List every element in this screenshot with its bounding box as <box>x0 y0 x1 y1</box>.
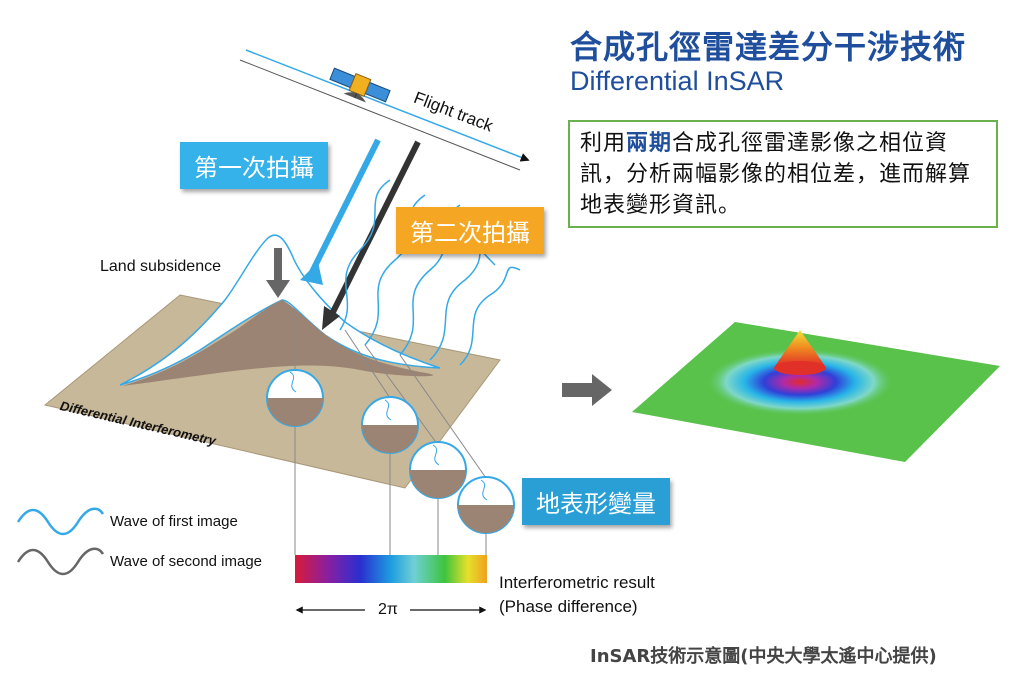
phase-circle-3 <box>409 441 467 499</box>
first-capture-ray <box>309 138 381 274</box>
land-subsidence-label: Land subsidence <box>100 258 221 275</box>
title-chinese: 合成孔徑雷達差分干涉技術 <box>570 28 967 66</box>
second-capture-ray <box>327 140 421 320</box>
drop-lines <box>294 310 487 555</box>
legend-wave-first-icon <box>16 507 105 536</box>
subsidence-arrowhead <box>266 280 290 298</box>
interferometric-result-label: Interferometric result <box>499 573 655 592</box>
satellite-icon <box>329 67 391 103</box>
legend-wave-first-label: Wave of first image <box>110 513 238 530</box>
second-capture-arrowhead <box>322 306 340 330</box>
legend-wave-second-icon <box>16 547 105 576</box>
deformation-result-map <box>632 322 1000 462</box>
description-box: 利用兩期合成孔徑雷達影像之相位資訊，分析兩幅影像的相位差，進而解算地表變形資訊。 <box>568 120 998 228</box>
title-english: Differential InSAR <box>570 66 785 96</box>
description-highlight: 兩期 <box>626 131 673 156</box>
description-part2: 合成孔徑雷達影像之相位資訊，分析兩幅影像的相位差，進而解算地表變形資訊。 <box>580 131 972 218</box>
mountain-first-surface <box>119 234 441 386</box>
figure-caption: InSAR技術示意圖(中央大學太遙中心提供) <box>590 646 937 667</box>
first-capture-tag: 第一次拍攝 <box>180 142 328 189</box>
mountain-second-surface <box>122 300 434 386</box>
phase-circle-1 <box>266 369 324 427</box>
result-arrow <box>562 374 612 406</box>
legend-wave-second-label: Wave of second image <box>110 553 263 570</box>
phase-spectrum-bar <box>295 555 487 583</box>
second-capture-tag: 第二次拍攝 <box>396 207 544 254</box>
phase-circle-2 <box>361 396 419 454</box>
first-capture-arrowhead <box>300 262 323 285</box>
phase-difference-label: (Phase difference) <box>499 597 638 616</box>
deformation-tag: 地表形變量 <box>522 478 670 525</box>
flight-track-line-gray <box>239 59 521 171</box>
description-part1: 利用 <box>580 131 627 156</box>
flight-track-line-blue <box>245 49 530 162</box>
two-pi-label: 2π <box>378 601 398 618</box>
phase-circle-4 <box>457 476 515 534</box>
